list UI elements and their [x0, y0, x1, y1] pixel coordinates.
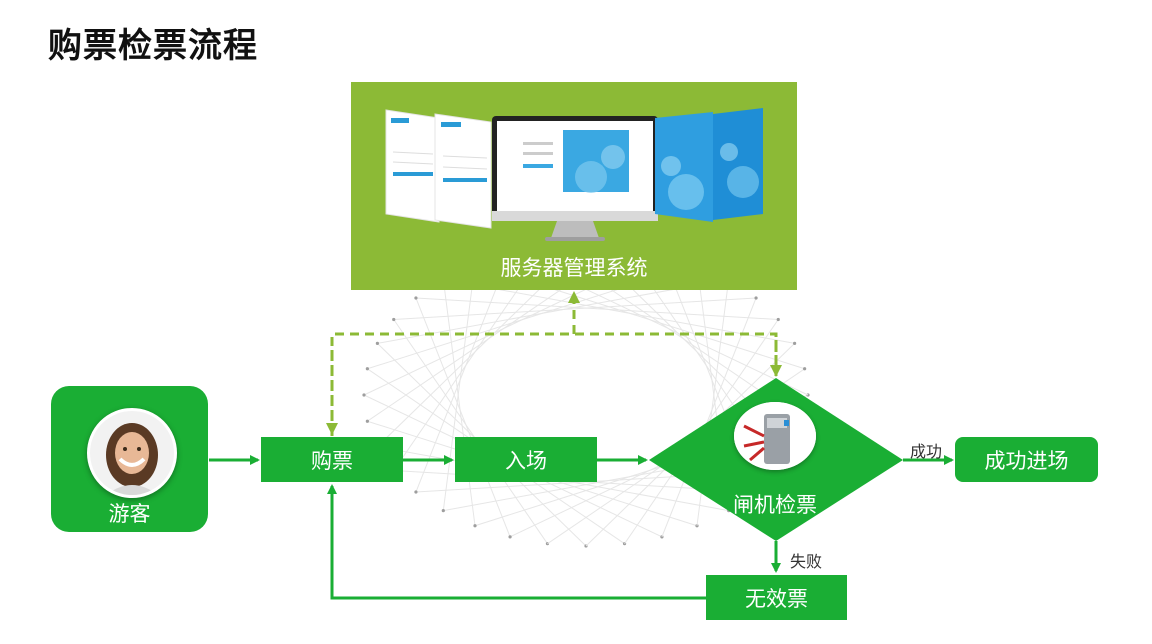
server-label: 服务器管理系统 [500, 256, 648, 280]
server-management-panel: 服务器管理系统 [351, 82, 797, 290]
turnstile-icon [734, 402, 816, 470]
invalid-ticket-node: 无效票 [706, 575, 847, 620]
visitor-avatar [87, 408, 177, 498]
arrow-invalid-to-buy [327, 484, 706, 600]
page-title: 购票检票流程 [48, 26, 258, 66]
fail-edge-label: 失败 [790, 552, 823, 571]
dashed-link-buy-server-gate [330, 332, 778, 436]
login-screens-illustration [385, 108, 763, 241]
visitor-label: 游客 [108, 502, 151, 526]
turnstile-illustration [734, 402, 816, 470]
visitor-node: 游客 [51, 386, 208, 532]
buy-ticket-node: 购票 [261, 437, 403, 482]
gate-check-label: 闸机检票 [733, 493, 817, 517]
success-entry-node: 成功进场 [955, 437, 1098, 482]
success-edge-label: 成功 [910, 442, 943, 461]
enter-node: 入场 [455, 437, 597, 482]
visitor-portrait-icon [90, 411, 174, 495]
